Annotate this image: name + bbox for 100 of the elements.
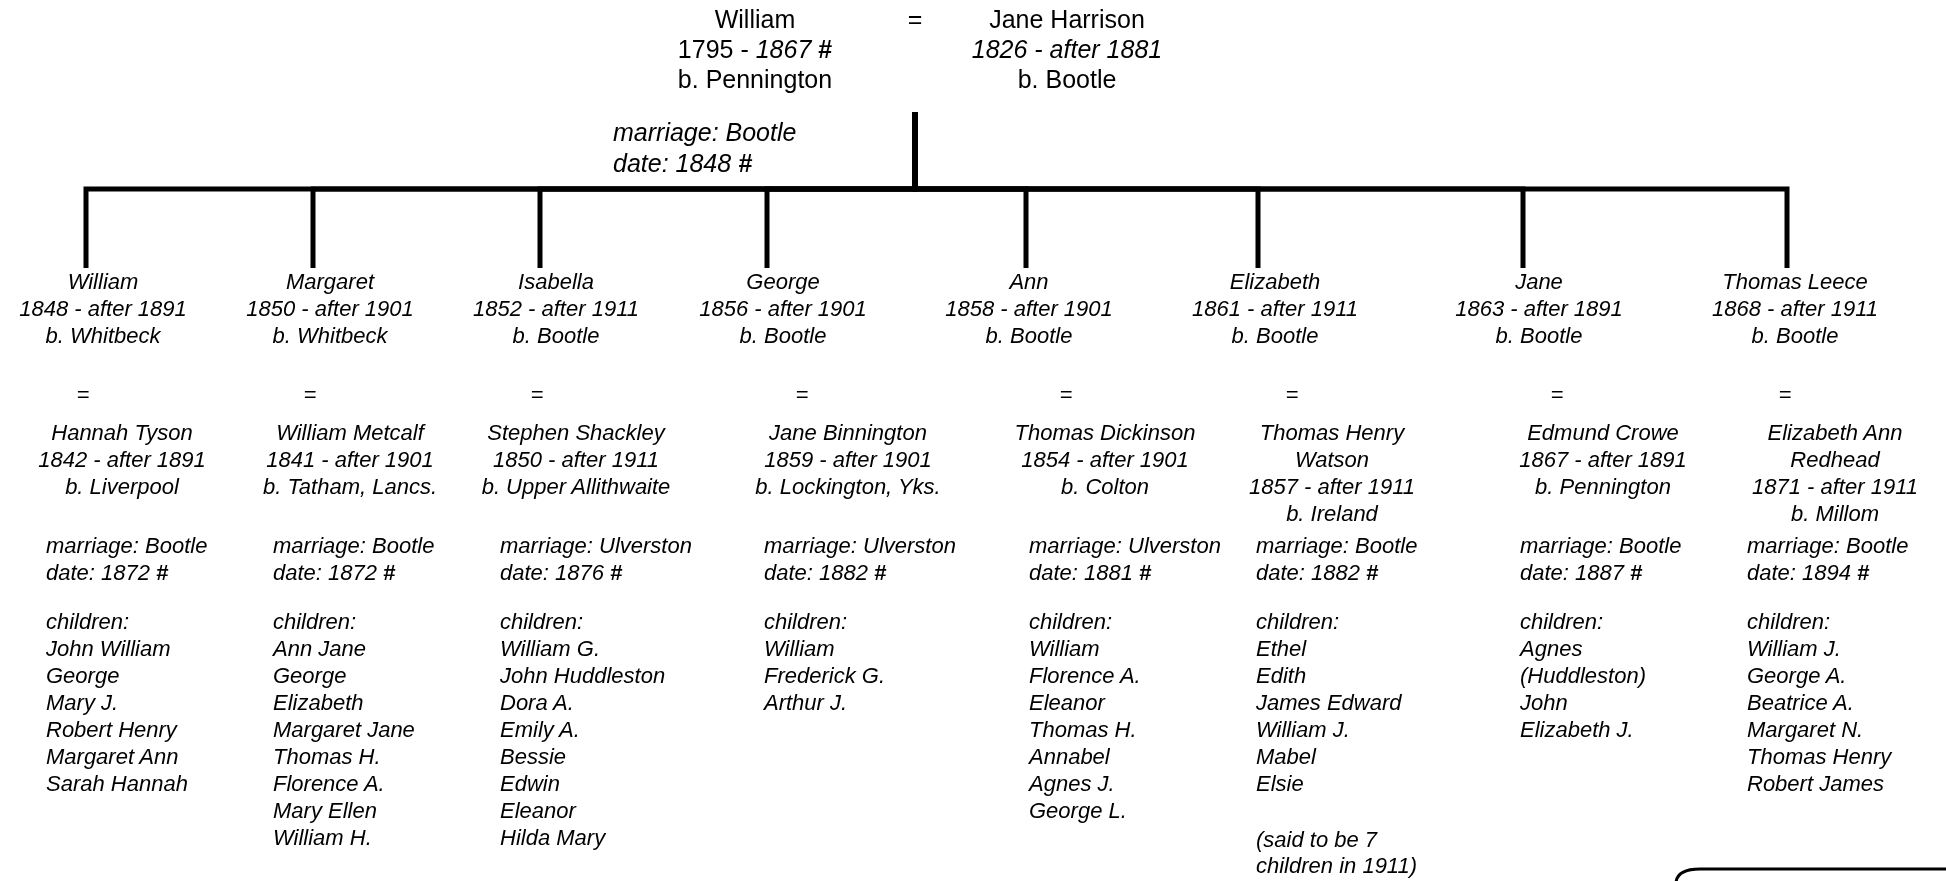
person-name: Jane Harrison <box>988 4 1146 34</box>
children-heading: children: <box>1029 608 1114 635</box>
marriage-date: date: 1872 # <box>46 559 170 586</box>
descent-line <box>912 112 1790 268</box>
child-name: Thomas H. <box>1029 716 1138 743</box>
birthplace: b. Bootle <box>1230 322 1320 349</box>
birthplace: b. Bootle <box>1494 322 1584 349</box>
marriage-date: date: 1872 # <box>273 559 397 586</box>
child-name: Ann Jane <box>273 635 367 662</box>
child-name: Frederick G. <box>764 662 887 689</box>
spouse-birthplace: b. Tatham, Lancs. <box>261 473 439 500</box>
child-name: George <box>46 662 121 689</box>
child-name: Dora A. <box>500 689 575 716</box>
child-name: Edith <box>1256 662 1308 689</box>
marriage-date: date: 1882 # <box>764 559 888 586</box>
marriage-date: date: 1848 # <box>613 148 754 179</box>
marriage-sign: = <box>794 381 810 408</box>
life-dates: 1856 - after 1901 <box>698 295 868 322</box>
spouse-birthplace: b. Ireland <box>1285 500 1380 527</box>
birthplace: b. Pennington <box>676 64 834 94</box>
child-name: William <box>1029 635 1101 662</box>
spouse-dates: 1850 - after 1911 <box>492 446 660 473</box>
spouse-birthplace: b. Millom <box>1790 500 1880 527</box>
marriage-date: date: 1876 # <box>500 559 624 586</box>
child-name: William J. <box>1747 635 1842 662</box>
marriage-date: date: 1894 # <box>1747 559 1871 586</box>
spouse-dates: 1854 - after 1901 <box>1020 446 1190 473</box>
birthplace: b. Bootle <box>1750 322 1840 349</box>
spouse-name: Stephen Shackley <box>486 419 667 446</box>
child-name: John <box>1520 689 1569 716</box>
marriage-sign: = <box>1284 381 1300 408</box>
child-name: William H. <box>273 824 373 851</box>
person-name: Ann <box>1007 268 1050 295</box>
child-name: Robert James <box>1747 770 1885 797</box>
person-name: Thomas Leece <box>1721 268 1869 295</box>
person-name: Margaret <box>284 268 376 295</box>
spouse-dates: 1871 - after 1911 <box>1751 473 1919 500</box>
child-name: Mabel <box>1256 743 1318 770</box>
child-name: George L. <box>1029 797 1128 824</box>
child-name: Elsie <box>1256 770 1305 797</box>
marriage-sign: = <box>75 381 91 408</box>
spouse-name: Thomas Henry Watson <box>1258 419 1406 473</box>
marriage-place: marriage: Ulverston <box>500 532 693 559</box>
child-name: Thomas H. <box>273 743 382 770</box>
child-name: Florence A. <box>273 770 386 797</box>
person-name: Elizabeth <box>1228 268 1322 295</box>
child-name: Ethel <box>1256 635 1308 662</box>
child-name: Thomas Henry <box>1747 743 1893 770</box>
life-dates: 1868 - after 1911 <box>1711 295 1879 322</box>
child-name: John William <box>46 635 172 662</box>
marriage-place: marriage: Bootle <box>613 117 797 148</box>
child-name: (Huddleston) <box>1520 662 1647 689</box>
life-dates: 1852 - after 1911 <box>472 295 640 322</box>
spouse-birthplace: b. Colton <box>1059 473 1151 500</box>
child-name: Margaret Jane <box>273 716 416 743</box>
child-name: George <box>273 662 348 689</box>
life-dates: 1858 - after 1901 <box>944 295 1114 322</box>
child-name: Eleanor <box>1029 689 1107 716</box>
marriage-place: marriage: Ulverston <box>764 532 957 559</box>
child-name: Florence A. <box>1029 662 1142 689</box>
marriage-sign: = <box>1058 381 1074 408</box>
marriage-place: marriage: Ulverston <box>1029 532 1222 559</box>
life-dates: 1795 - 1867 # <box>676 34 834 64</box>
spouse-dates: 1857 - after 1911 <box>1248 473 1416 500</box>
spouse-name: Thomas Dickinson <box>1013 419 1197 446</box>
marriage-sign: = <box>906 4 924 34</box>
marriage-date: date: 1887 # <box>1520 559 1644 586</box>
child-name: Margaret Ann <box>46 743 180 770</box>
spouse-dates: 1842 - after 1891 <box>37 446 207 473</box>
child-name: Bessie <box>500 743 568 770</box>
spouse-birthplace: b. Liverpool <box>64 473 181 500</box>
child-name: William <box>764 635 836 662</box>
child-name: Elizabeth <box>273 689 365 716</box>
marriage-place: marriage: Bootle <box>273 532 436 559</box>
marriage-date: date: 1881 # <box>1029 559 1153 586</box>
children-heading: children: <box>500 608 585 635</box>
child-name: Mary Ellen <box>273 797 378 824</box>
spouse-dates: 1841 - after 1901 <box>265 446 435 473</box>
note: (said to be 7 children in 1911) <box>1256 827 1419 879</box>
children-heading: children: <box>46 608 131 635</box>
child-name: Emily A. <box>500 716 581 743</box>
child-name: John Huddleston <box>500 662 667 689</box>
marriage-sign: = <box>1777 381 1793 408</box>
marriage-sign: = <box>302 381 318 408</box>
children-heading: children: <box>1520 608 1605 635</box>
spouse-name: Edmund Crowe <box>1526 419 1680 446</box>
child-name: Agnes <box>1520 635 1584 662</box>
spouse-name: Hannah Tyson <box>50 419 194 446</box>
person-name: William <box>66 268 140 295</box>
child-name: Edwin <box>500 770 561 797</box>
marriage-sign: = <box>1549 381 1565 408</box>
child-name: Arthur J. <box>764 689 849 716</box>
life-dates: 1861 - after 1911 <box>1191 295 1359 322</box>
person-name: George <box>745 268 821 295</box>
person-name: William <box>713 4 797 34</box>
life-dates: 1863 - after 1891 <box>1454 295 1624 322</box>
marriage-sign: = <box>529 381 545 408</box>
marriage-place: marriage: Bootle <box>46 532 209 559</box>
child-name: William J. <box>1256 716 1351 743</box>
child-name: Mary J. <box>46 689 120 716</box>
